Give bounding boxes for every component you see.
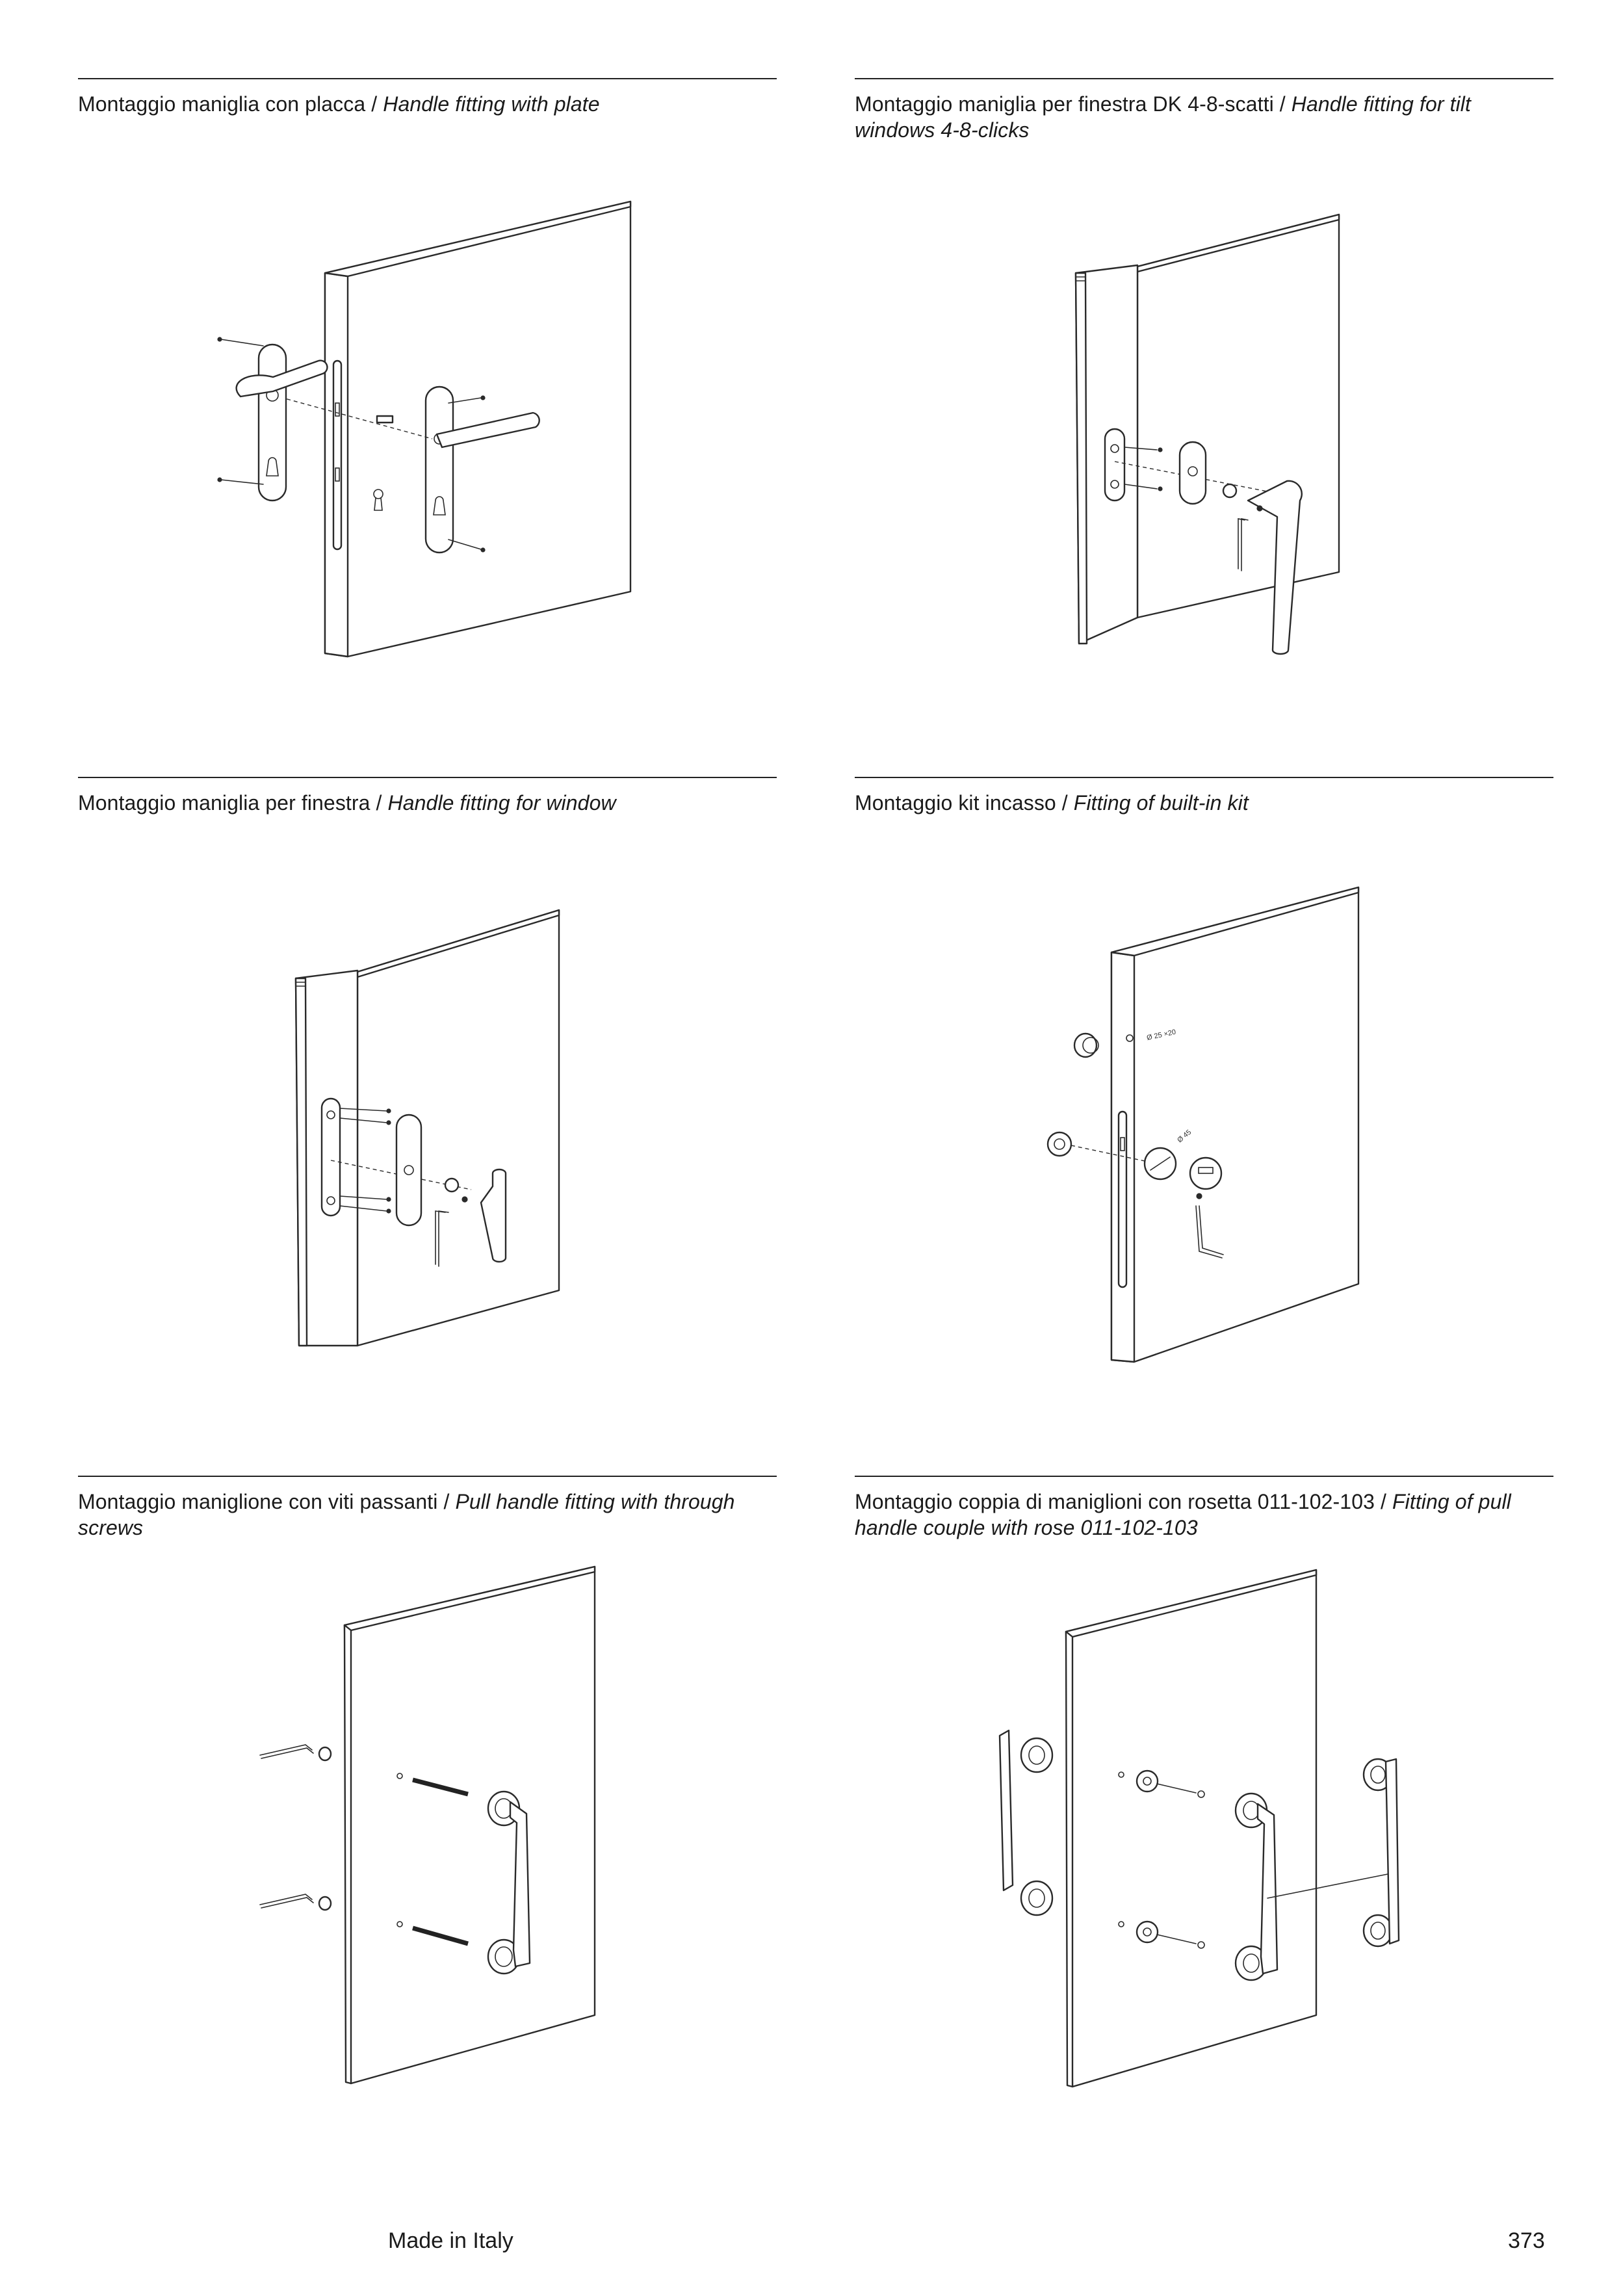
made-in-italy: Made in Italy <box>388 2228 513 2253</box>
section-rule <box>78 1476 777 1477</box>
section-title: Montaggio maniglia con placca / Handle f… <box>78 91 777 117</box>
title-english: Handle fitting for window <box>387 791 616 815</box>
title-english: Handle fitting with plate <box>383 92 600 116</box>
section-rule <box>855 777 1553 778</box>
panel-pull-handle-screws: Montaggio maniglione con viti passanti /… <box>78 1476 777 1541</box>
section-title: Montaggio maniglione con viti passanti /… <box>78 1489 777 1541</box>
diagram-built-in-kit: Ø 25 ×20 Ø 45 <box>1033 878 1384 1378</box>
section-title: Montaggio maniglia per finestra DK 4-8-s… <box>855 91 1553 143</box>
title-italian: Montaggio coppia di maniglioni con roset… <box>855 1490 1392 1513</box>
section-rule <box>855 1476 1553 1477</box>
title-italian: Montaggio maniglia con placca / <box>78 92 383 116</box>
title-italian: Montaggio maniglia per finestra / <box>78 791 388 815</box>
section-rule <box>78 777 777 778</box>
section-title: Montaggio kit incasso / Fitting of built… <box>855 790 1553 816</box>
title-italian: Montaggio maniglione con viti passanti / <box>78 1490 456 1513</box>
section-rule <box>855 78 1553 79</box>
title-english: Fitting of built-in kit <box>1073 791 1249 815</box>
title-english: Pull handle fitting with through screws <box>78 1490 735 1539</box>
title-english: Handle fitting for tilt windows 4-8-clic… <box>855 92 1471 142</box>
panel-built-in-kit: Montaggio kit incasso / Fitting of built… <box>855 777 1553 816</box>
title-english: Fitting of pull handle couple with rose … <box>855 1490 1511 1539</box>
diagram-pull-handle-couple <box>988 1560 1430 2093</box>
section-title: Montaggio coppia di maniglioni con roset… <box>855 1489 1553 1541</box>
panel-pull-handle-couple: Montaggio coppia di maniglioni con roset… <box>855 1476 1553 1541</box>
panel-handle-window: Montaggio maniglia per finestra / Handle… <box>78 777 777 816</box>
diagram-handle-window <box>286 900 585 1355</box>
panel-handle-tilt-window: Montaggio maniglia per finestra DK 4-8-s… <box>855 78 1553 143</box>
diagram-handle-tilt-window <box>1053 195 1378 663</box>
title-italian: Montaggio maniglia per finestra DK 4-8-s… <box>855 92 1292 116</box>
page-number: 373 <box>1508 2228 1545 2253</box>
title-italian: Montaggio kit incasso / <box>855 791 1074 815</box>
section-title: Montaggio maniglia per finestra / Handle… <box>78 790 777 816</box>
diagram-handle-with-plate <box>208 189 663 670</box>
section-rule <box>78 78 777 79</box>
panel-handle-with-plate: Montaggio maniglia con placca / Handle f… <box>78 78 777 117</box>
diagram-pull-handle-screws <box>253 1560 617 2093</box>
